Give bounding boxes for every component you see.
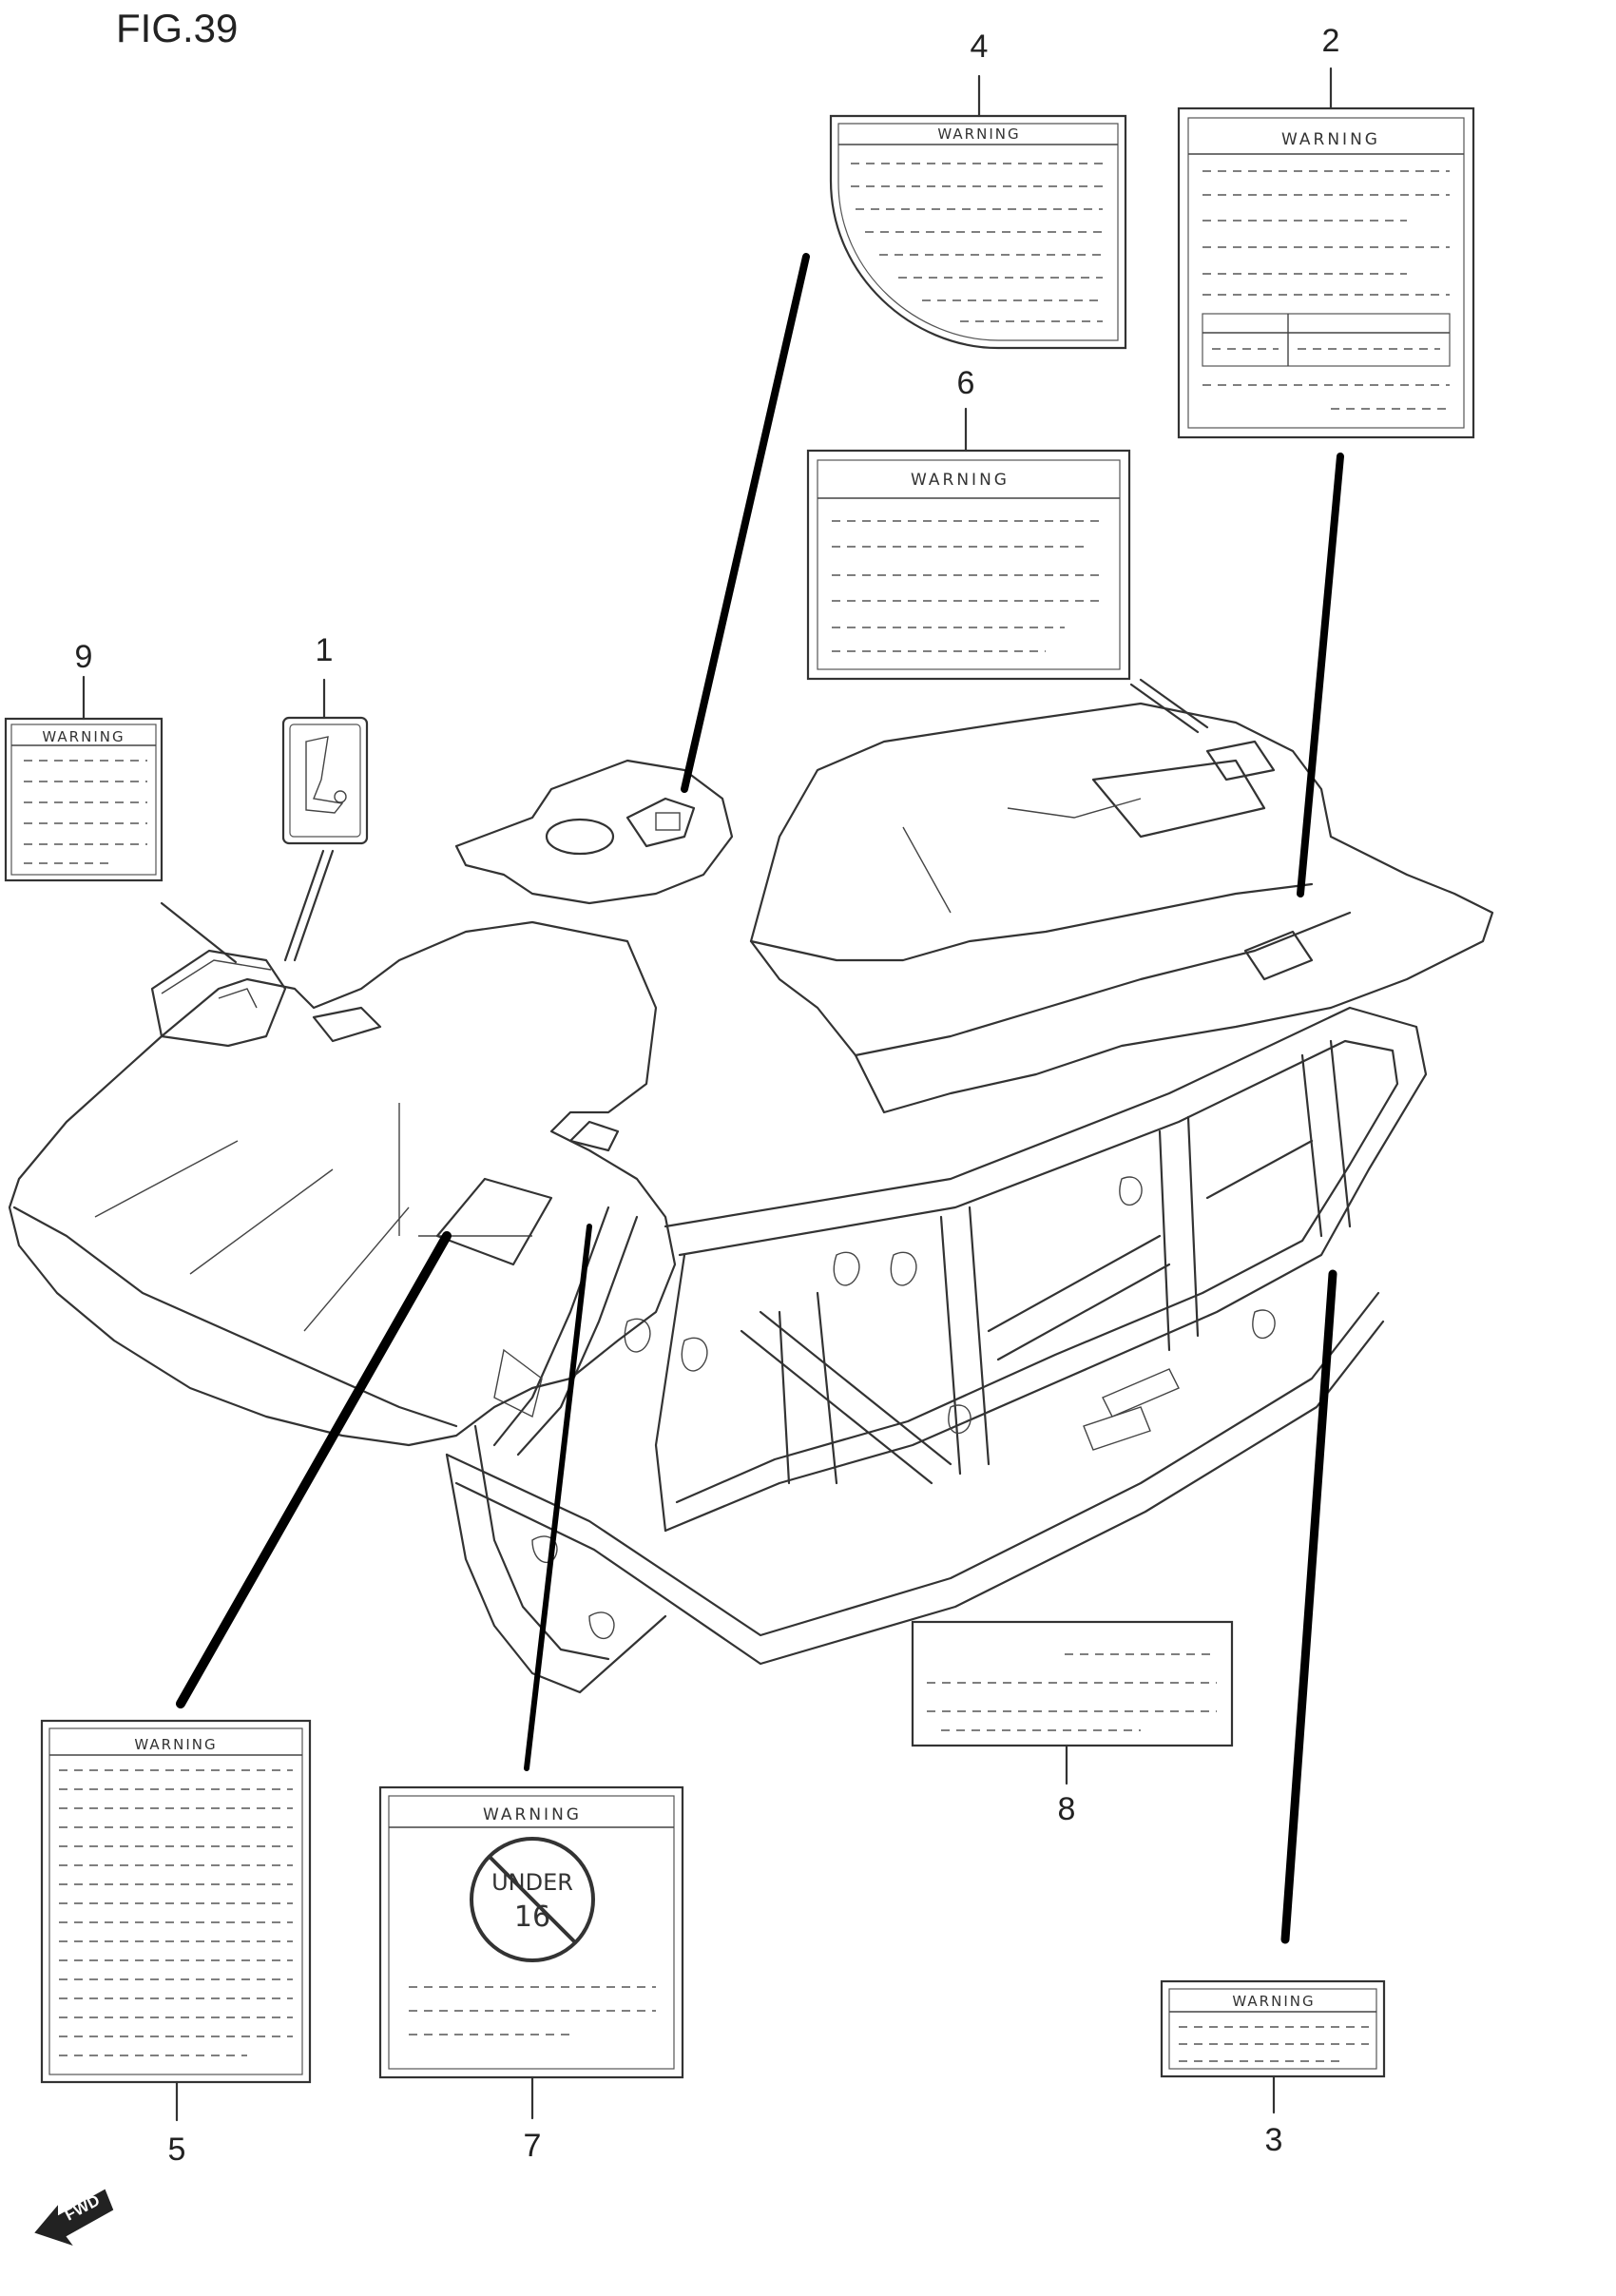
label-9-heading: WARNING	[42, 728, 125, 745]
age-number: 16	[514, 1900, 550, 1934]
callout-6: 6	[957, 365, 975, 401]
callout-9: 9	[75, 639, 93, 675]
leader-lines	[160, 253, 1344, 1944]
label-9-warning: WARNING	[4, 675, 164, 882]
front-fender	[8, 920, 677, 1447]
callout-4: 4	[971, 29, 989, 65]
figure-title: FIG.39	[116, 6, 238, 50]
label-1-sticker	[281, 678, 369, 845]
fwd-arrow-icon: FWD	[34, 2189, 114, 2246]
label-3-warning: WARNING	[1160, 1979, 1386, 2114]
label-7-heading: WARNING	[483, 1805, 582, 1824]
label-6-warning: WARNING	[806, 407, 1131, 681]
label-4-warning: WARNING	[829, 74, 1127, 350]
label-5-heading: WARNING	[134, 1736, 217, 1753]
label-8-sticker	[911, 1620, 1234, 1785]
vehicle-frame	[445, 1006, 1428, 1694]
callout-8: 8	[1058, 1791, 1076, 1827]
callout-5: 5	[168, 2132, 186, 2168]
callout-numbers: 1 2 3 4 5 6 7 8 9	[75, 23, 1340, 2168]
rear-fender	[749, 678, 1494, 1114]
callout-2: 2	[1322, 23, 1340, 59]
under-age-text: UNDER	[491, 1869, 573, 1896]
label-3-heading: WARNING	[1232, 1993, 1315, 2010]
label-5-warning: WARNING	[40, 1719, 312, 2122]
label-2-warning: WARNING	[1177, 67, 1475, 439]
callout-7: 7	[524, 2128, 542, 2164]
callout-3: 3	[1265, 2122, 1283, 2158]
label-7-warning: WARNING UNDER 16	[378, 1785, 684, 2120]
center-panel	[454, 759, 734, 905]
label-2-heading: WARNING	[1281, 130, 1380, 149]
callout-1: 1	[316, 632, 334, 668]
label-6-heading: WARNING	[911, 471, 1010, 490]
label-4-heading: WARNING	[937, 125, 1020, 143]
